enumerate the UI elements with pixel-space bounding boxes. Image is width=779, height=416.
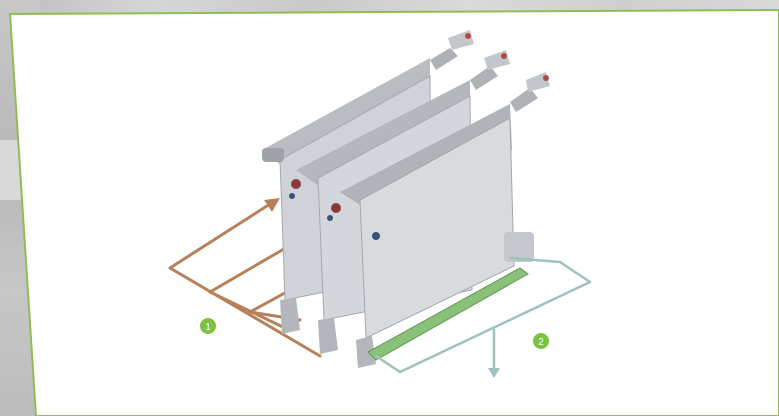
valve-handles (289, 179, 380, 240)
svg-text:2: 2 (538, 337, 544, 348)
outlet-manifold (374, 256, 592, 374)
outlet-arrowhead (488, 368, 500, 378)
svg-text:1: 1 (205, 322, 211, 333)
background-left-tile (0, 140, 22, 200)
callout-badge-2: 2 (533, 333, 549, 349)
panel-unit-front (340, 72, 550, 368)
callout-badge-1: 1 (200, 318, 216, 334)
bottom-rail (367, 267, 529, 361)
